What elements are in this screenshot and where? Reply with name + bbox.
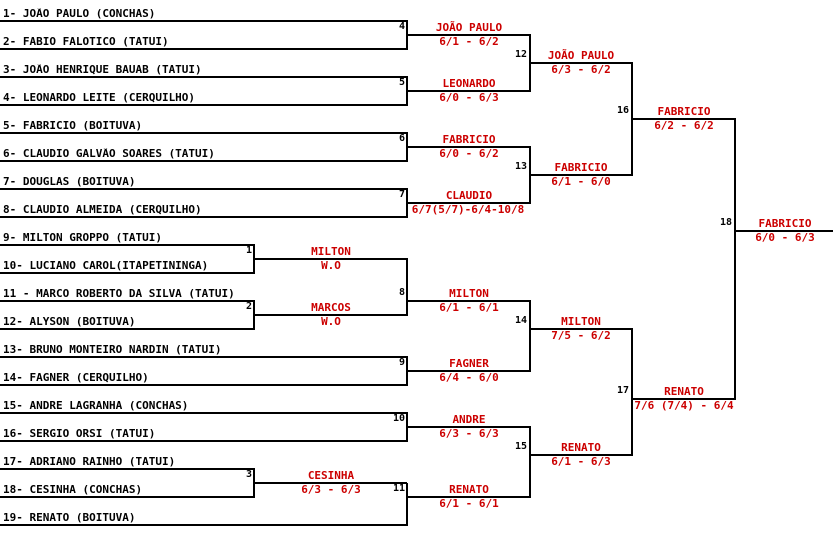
player-7-name: 7- DOUGLAS (BOITUVA) — [3, 176, 136, 188]
match-13-score: 6/1 - 6/0 — [551, 175, 611, 188]
match-number-6: 6 — [398, 133, 405, 144]
match-number-8: 8 — [398, 287, 405, 298]
match-14-score: 7/5 - 6/2 — [551, 329, 611, 342]
match-9-score: 6/4 - 6/0 — [439, 371, 499, 384]
match-number-17: 17 — [616, 385, 629, 396]
player-17-name: 17- ADRIANO RAINHO (TATUI) — [3, 456, 176, 468]
connector-match-14 — [407, 300, 531, 372]
player-6-name: 6- CLAUDIO GALVÃO SOARES (TATUI) — [3, 148, 215, 160]
match-18-score: 6/0 - 6/3 — [755, 231, 815, 244]
match-10-winner: ANDRE — [452, 413, 486, 426]
match-8-score: 6/1 - 6/1 — [439, 301, 499, 314]
match-9-winner: FAGNER — [449, 357, 489, 370]
match-17-score: 7/6 (7/4) - 6/4 — [634, 399, 734, 412]
match-number-3: 3 — [245, 469, 252, 480]
match-number-11: 11 — [392, 483, 405, 494]
player-10-name: 10- LUCIANO CAROL(ITAPETININGA) — [3, 260, 209, 272]
player-14-name: 14- FAGNER (CERQUILHO) — [3, 372, 149, 384]
match-number-14: 14 — [514, 315, 527, 326]
player-8-name: 8- CLAUDIO ALMEIDA (CERQUILHO) — [3, 204, 202, 216]
match-14-winner: MILTON — [561, 315, 601, 328]
match-15-winner: RENATO — [561, 441, 601, 454]
match-7-score: 6/7(5/7)-6/4-10/8 — [411, 204, 525, 216]
match-1-score: W.O — [321, 259, 341, 272]
match-4-winner: JOÃO PAULO — [435, 21, 503, 34]
connector-match-18 — [632, 118, 736, 400]
player-4-name: 4- LEONARDO LEITE (CERQUILHO) — [3, 92, 196, 104]
match-15-score: 6/1 - 6/3 — [551, 455, 611, 468]
player-19-name: 19- RENATO (BOITUVA) — [3, 512, 136, 524]
match-10-score: 6/3 - 6/3 — [439, 427, 499, 440]
match-number-18: 18 — [719, 217, 732, 228]
match-2-winner: MARCOS — [311, 301, 351, 314]
match-7-winner: CLAUDIO — [445, 189, 493, 202]
match-3-score: 6/3 - 6/3 — [301, 483, 361, 496]
player-5-name: 5- FABRICIO (BOITUVA) — [3, 120, 143, 132]
match-number-16: 16 — [616, 105, 629, 116]
match-8-winner: MILTON — [449, 287, 489, 300]
match-4-score: 6/1 - 6/2 — [439, 35, 499, 48]
match-number-9: 9 — [398, 357, 405, 368]
match-2-score: W.O — [321, 315, 341, 328]
connector-match-8 — [254, 258, 408, 316]
match-16-winner: FABRICIO — [657, 105, 711, 118]
player-2-name: 2- FABIO FALOTICO (TATUI) — [3, 36, 169, 48]
match-5-score: 6/0 - 6/3 — [439, 91, 499, 104]
player-3-name: 3- JOÃO HENRIQUE BAUAB (TATUI) — [3, 64, 202, 76]
match-number-13: 13 — [514, 161, 527, 172]
connector-match-16 — [530, 62, 633, 176]
match-6-winner: FABRICIO — [442, 133, 496, 146]
player-12-name: 12- ALYSON (BOITUVA) — [3, 316, 136, 328]
match-number-12: 12 — [514, 49, 527, 60]
player-11-name: 11 - MARCO ROBERTO DA SILVA (TATUI) — [3, 288, 235, 300]
player-9-name: 9- MILTON GROPPO (TATUI) — [3, 232, 162, 244]
connector-match-15 — [407, 426, 531, 498]
match-1-winner: MILTON — [311, 245, 351, 258]
match-13-winner: FABRICIO — [554, 161, 608, 174]
match-number-15: 15 — [514, 441, 527, 452]
match-11-score: 6/1 - 6/1 — [439, 497, 499, 510]
match-number-10: 10 — [392, 413, 405, 424]
match-number-2: 2 — [245, 301, 252, 312]
match-number-4: 4 — [398, 21, 405, 32]
match-18-winner: FABRICIO — [758, 217, 812, 230]
match-12-winner: JOÃO PAULO — [547, 49, 615, 62]
match-6-score: 6/0 - 6/2 — [439, 147, 499, 160]
match-number-5: 5 — [398, 77, 405, 88]
player-15-name: 15- ANDRE LAGRANHA (CONCHAS) — [3, 400, 189, 412]
match-11-winner: RENATO — [449, 483, 489, 496]
player-1-name: 1- JOÃO PAULO (CONCHAS) — [3, 8, 156, 20]
connector-match-17 — [530, 328, 633, 456]
match-12-score: 6/3 - 6/2 — [551, 63, 611, 76]
match-5-winner: LEONARDO — [442, 77, 496, 90]
player-16-name: 16- SERGIO ORSI (TATUI) — [3, 428, 156, 440]
match-number-1: 1 — [245, 245, 252, 256]
match-16-score: 6/2 - 6/2 — [654, 119, 714, 132]
match-3-winner: CESINHA — [307, 469, 355, 482]
player-18-name: 18- CESINHA (CONCHAS) — [3, 484, 143, 496]
match-17-winner: RENATO — [664, 385, 704, 398]
match-number-7: 7 — [398, 189, 405, 200]
player-13-name: 13- BRUNO MONTEIRO NARDIN (TATUI) — [3, 344, 222, 356]
